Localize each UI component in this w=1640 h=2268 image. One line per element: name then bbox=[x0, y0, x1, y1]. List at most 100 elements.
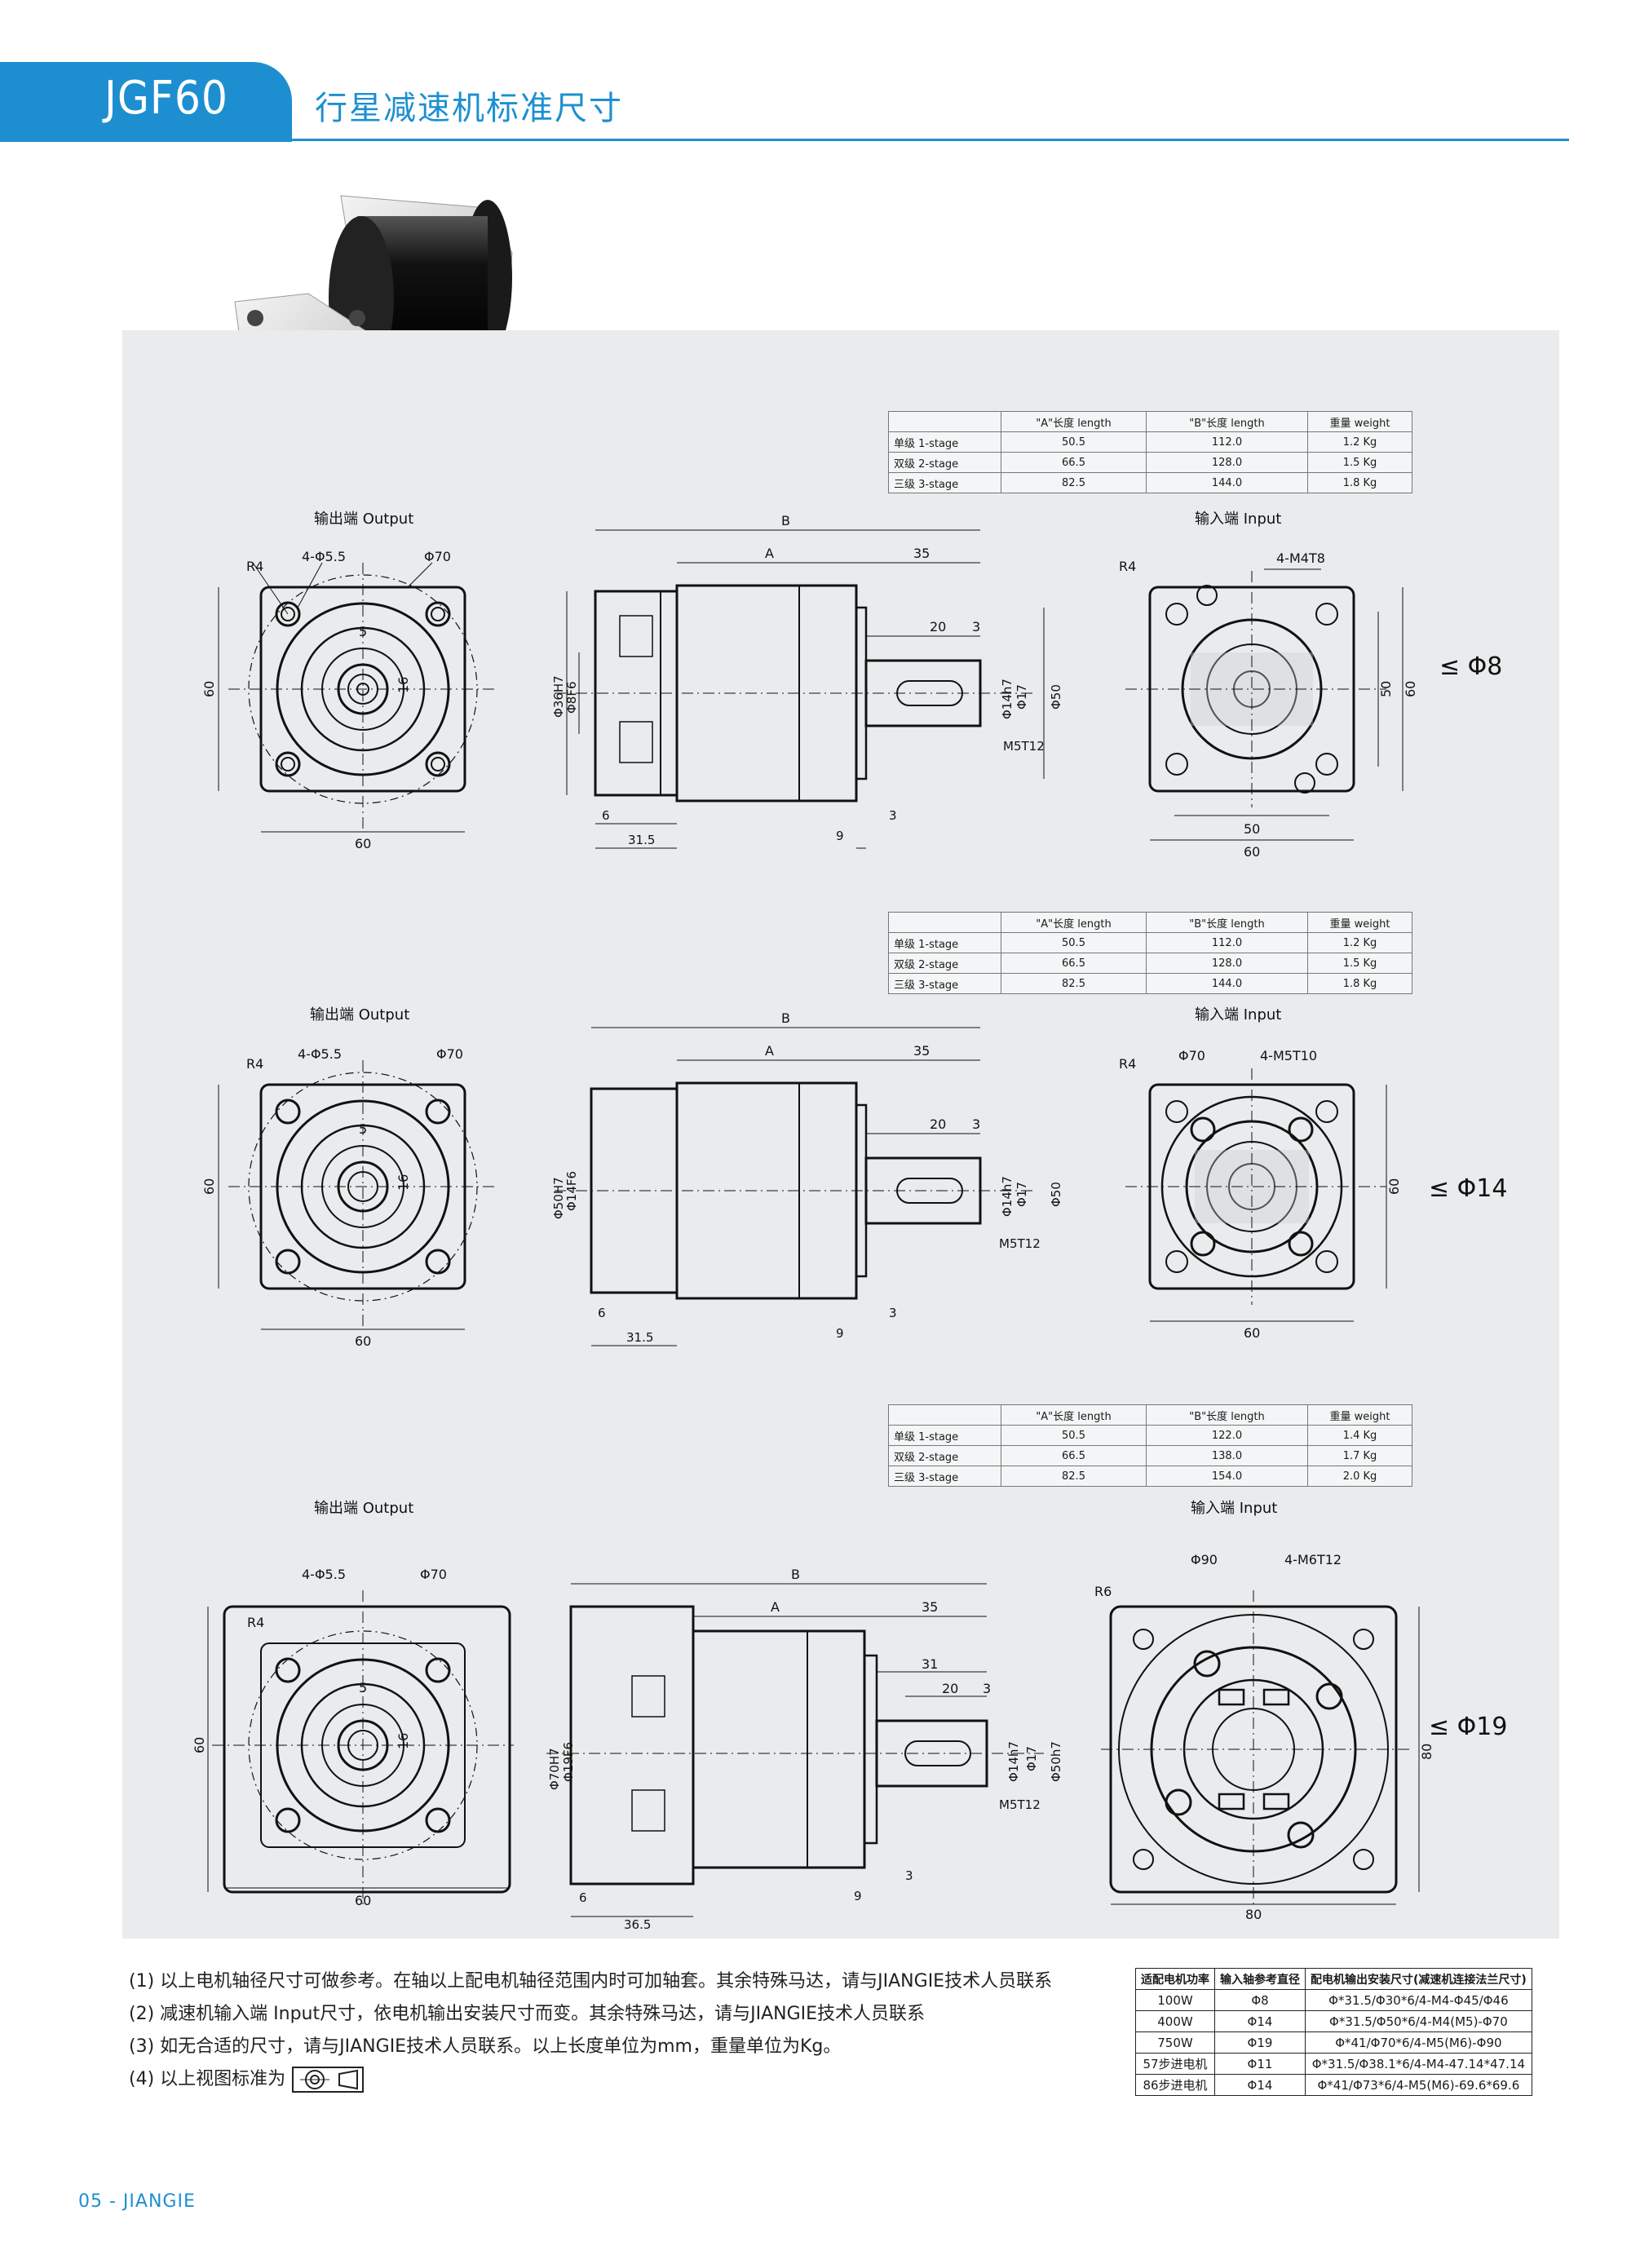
dim-50: Φ50 bbox=[1049, 684, 1063, 710]
table-row: 单级 1-stage 50.5 122.0 1.4 Kg bbox=[888, 1425, 1412, 1446]
dim-31-5: 31.5 bbox=[628, 833, 655, 847]
header-rule bbox=[292, 139, 1569, 141]
table-header-row: "A"长度 length "B"长度 length 重量 weight bbox=[888, 411, 1412, 432]
table-cell: 1.5 Kg bbox=[1307, 452, 1412, 473]
side-view-drawing: B A 35 20 3 Φ50H7 Φ14F6 Φ14h7 Φ17 Φ50 M5… bbox=[551, 1010, 1063, 1346]
dim-31-5: 31.5 bbox=[626, 1330, 653, 1345]
model-code: JGF60 bbox=[104, 72, 228, 125]
dim-A: A bbox=[765, 546, 774, 561]
table-header: "A"长度 length bbox=[1001, 912, 1147, 933]
table-cell: Φ*41/Φ73*6/4-M5(M6)-69.6*69.6 bbox=[1305, 2074, 1532, 2096]
table-cell: 1.8 Kg bbox=[1307, 973, 1412, 994]
table-cell: 双级 2-stage bbox=[888, 1445, 1001, 1466]
table-cell: 50.5 bbox=[1001, 431, 1147, 453]
table-cell: 1.2 Kg bbox=[1307, 431, 1412, 453]
bottom-dim-label: 60 bbox=[355, 836, 371, 848]
key-label: 5 bbox=[359, 624, 367, 639]
dim-B: B bbox=[791, 1567, 800, 1582]
table-cell: Φ*31.5/Φ30*6/4-M4-Φ45/Φ46 bbox=[1305, 1989, 1532, 2011]
table-header: 适配电机功率 bbox=[1135, 1968, 1215, 1990]
output-view-label: 输出端 Output bbox=[310, 1006, 410, 1023]
dim-50: Φ50h7 bbox=[1049, 1741, 1063, 1782]
table-row: 86步进电机 Φ14 Φ*41/Φ73*6/4-M5(M6)-69.6*69.6 bbox=[1135, 2074, 1532, 2096]
pcd-label: Φ70 bbox=[420, 1567, 447, 1582]
side-dim-label: 60 bbox=[201, 681, 217, 697]
dim-B: B bbox=[781, 1010, 790, 1026]
bottom-dim-label: 60 bbox=[355, 1893, 371, 1908]
table-header bbox=[888, 1404, 1001, 1426]
dim-9: 9 bbox=[854, 1889, 862, 1903]
table-cell: 66.5 bbox=[1001, 452, 1147, 473]
table-cell: Φ*31.5/Φ38.1*6/4-M4-47.14*47.14 bbox=[1305, 2053, 1532, 2075]
table-row: 57步进电机 Φ11 Φ*31.5/Φ38.1*6/4-M4-47.14*47.… bbox=[1135, 2053, 1532, 2075]
width-dim-1: 50 bbox=[1244, 821, 1260, 837]
page-footer: 05 - JIANGIE bbox=[78, 2191, 196, 2212]
table-row: 双级 2-stage 66.5 128.0 1.5 Kg bbox=[888, 953, 1412, 974]
radius-label: R4 bbox=[246, 1056, 263, 1072]
bore-1: Φ70H7 bbox=[547, 1748, 562, 1790]
pcd-label: Φ90 bbox=[1191, 1552, 1218, 1567]
output-view-label: 输出端 Output bbox=[314, 511, 414, 528]
dim-20: 20 bbox=[930, 1116, 946, 1132]
holes-label: 4-Φ5.5 bbox=[298, 1046, 342, 1062]
table-cell: 单级 1-stage bbox=[888, 1425, 1001, 1446]
table-cell: 50.5 bbox=[1001, 932, 1147, 953]
dim-36-5: 36.5 bbox=[624, 1917, 651, 1932]
table-cell: Φ11 bbox=[1214, 2053, 1306, 2075]
table-cell: 双级 2-stage bbox=[888, 452, 1001, 473]
dim-3b: 3 bbox=[905, 1868, 913, 1883]
dim-9: 9 bbox=[836, 1326, 844, 1341]
table-header: "B"长度 length bbox=[1146, 411, 1308, 432]
table-cell: 三级 3-stage bbox=[888, 973, 1001, 994]
shaft-label: 16 bbox=[396, 1733, 411, 1749]
motor-spec-table: 适配电机功率 输入轴参考直径 配电机输出安装尺寸(减速机连接法兰尺寸) 100W… bbox=[1135, 1968, 1532, 2096]
dim-35: 35 bbox=[913, 1043, 930, 1059]
shaft-size-tag: ≤ Φ8 bbox=[1439, 652, 1503, 681]
table-row: 三级 3-stage 82.5 144.0 1.8 Kg bbox=[888, 973, 1412, 994]
table-cell: 128.0 bbox=[1146, 953, 1308, 974]
dim-6: 6 bbox=[598, 1306, 606, 1320]
table-row: 750W Φ19 Φ*41/Φ70*6/4-M5(M6)-Φ90 bbox=[1135, 2031, 1532, 2054]
dimension-table-2: "A"长度 length "B"长度 length 重量 weight 单级 1… bbox=[888, 912, 1412, 994]
input-view-drawing: R6 Φ90 4-M6T12 80 80 bbox=[1094, 1552, 1434, 1922]
table-cell: 57步进电机 bbox=[1135, 2053, 1215, 2075]
table-cell: 82.5 bbox=[1001, 1466, 1147, 1487]
table-cell: 86步进电机 bbox=[1135, 2074, 1215, 2096]
table-cell: Φ*41/Φ70*6/4-M5(M6)-Φ90 bbox=[1305, 2031, 1532, 2054]
table-header: 输入轴参考直径 bbox=[1214, 1968, 1306, 1990]
bottom-dim-label: 60 bbox=[355, 1333, 371, 1346]
dim-17: Φ17 bbox=[1015, 684, 1029, 710]
table-cell: 144.0 bbox=[1146, 973, 1308, 994]
table-cell: 单级 1-stage bbox=[888, 431, 1001, 453]
table-cell: 1.2 Kg bbox=[1307, 932, 1412, 953]
table-header: 配电机输出安装尺寸(减速机连接法兰尺寸) bbox=[1305, 1968, 1532, 1990]
dim-9: 9 bbox=[836, 829, 844, 843]
side-view-drawing: B A 35 31 20 3 Φ70H7 Φ19F6 Φ14h7 Φ17 Φ50… bbox=[546, 1567, 1063, 1932]
holes-label: 4-M4T8 bbox=[1276, 550, 1325, 566]
dim-A: A bbox=[765, 1043, 774, 1059]
table-row: 双级 2-stage 66.5 128.0 1.5 Kg bbox=[888, 452, 1412, 473]
dim-3b: 3 bbox=[889, 808, 897, 823]
table-row: 三级 3-stage 82.5 144.0 1.8 Kg bbox=[888, 472, 1412, 493]
dim-31: 31 bbox=[922, 1656, 938, 1672]
shaft-label: 16 bbox=[396, 677, 411, 693]
dim-3: 3 bbox=[983, 1681, 991, 1696]
table-cell: 66.5 bbox=[1001, 1445, 1147, 1466]
table-cell: 单级 1-stage bbox=[888, 932, 1001, 953]
output-view-drawing: R4 4-Φ5.5 Φ70 5 16 60 60 bbox=[201, 549, 497, 848]
width-dim-2: 60 bbox=[1244, 1325, 1260, 1341]
dim-50: Φ50 bbox=[1049, 1182, 1063, 1207]
table-cell: 138.0 bbox=[1146, 1445, 1308, 1466]
holes-label: 4-M6T12 bbox=[1284, 1552, 1342, 1567]
thread-label: M5T12 bbox=[999, 1797, 1041, 1812]
dim-17: Φ17 bbox=[1024, 1746, 1039, 1771]
bore-1: Φ50H7 bbox=[551, 1177, 566, 1219]
output-view-drawing: R4 4-Φ5.5 Φ70 5 16 60 60 bbox=[192, 1567, 514, 1908]
bore-2: Φ8F6 bbox=[564, 681, 579, 714]
input-view-label: 输入端 Input bbox=[1195, 511, 1282, 528]
table-row: 单级 1-stage 50.5 112.0 1.2 Kg bbox=[888, 431, 1412, 453]
shaft-size-tag: ≤ Φ14 bbox=[1429, 1174, 1508, 1203]
dim-35: 35 bbox=[913, 546, 930, 561]
table-cell: Φ*31.5/Φ50*6/4-M4(M5)-Φ70 bbox=[1305, 2010, 1532, 2032]
page-title: 行星减速机标准尺寸 bbox=[315, 90, 623, 127]
